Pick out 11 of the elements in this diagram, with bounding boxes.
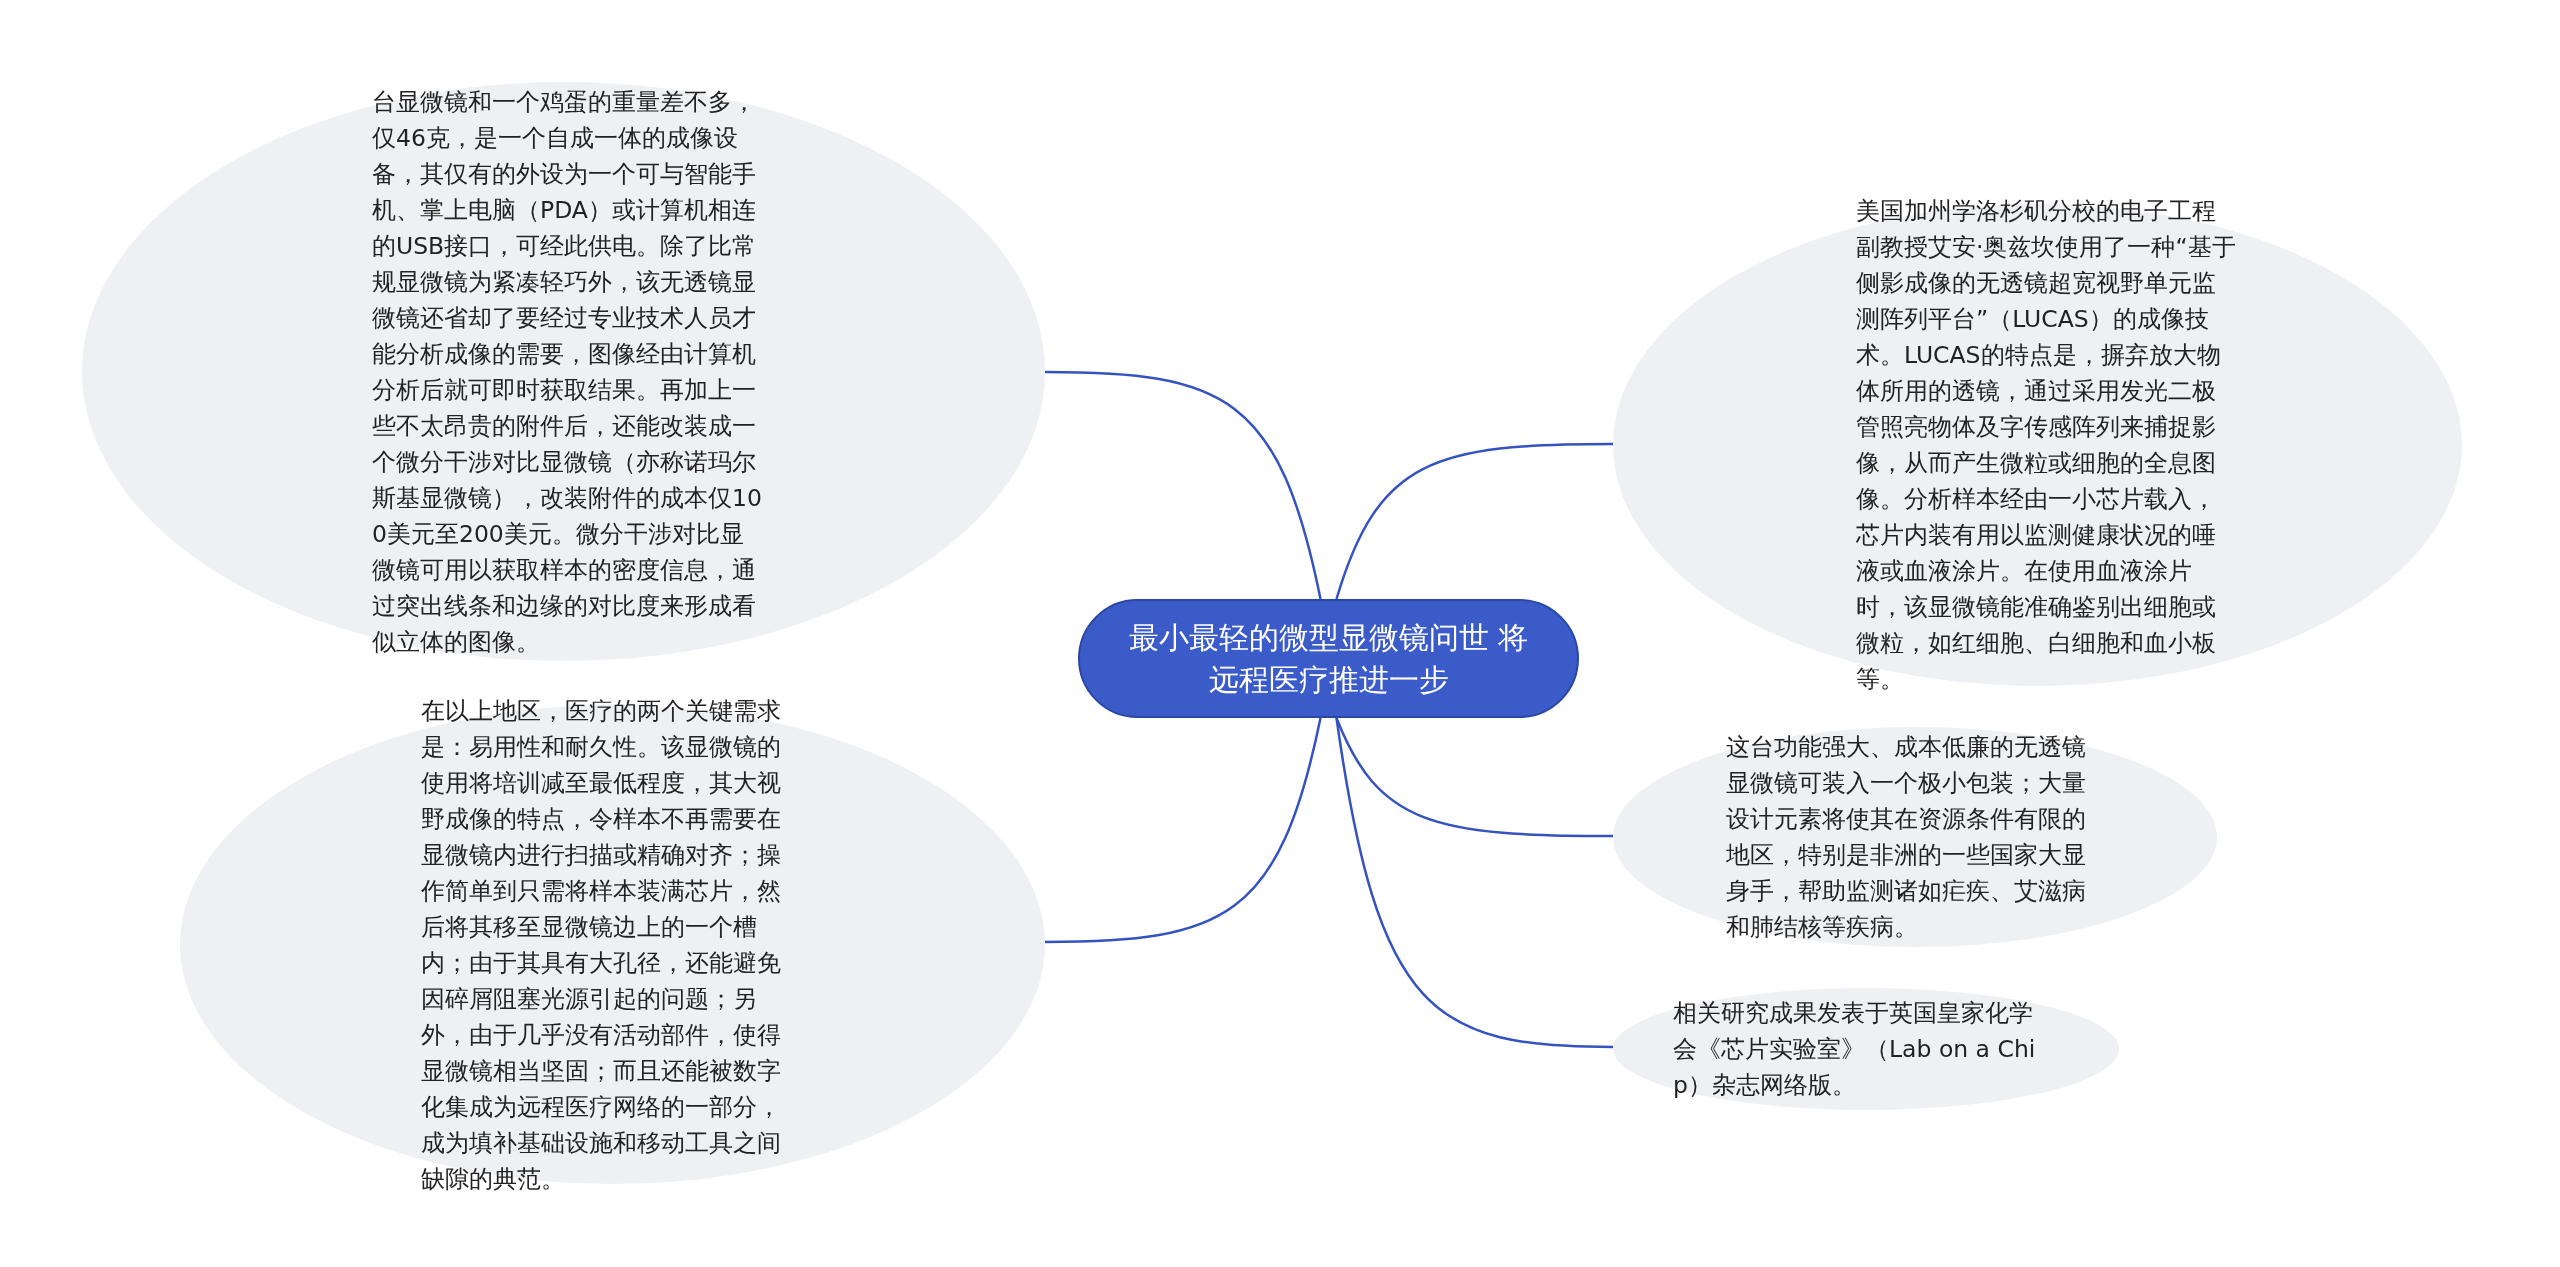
connector-line [1335,717,1613,838]
connector-line [1045,717,1322,944]
connector-line [1335,442,1613,600]
paragraph: 台显微镜和一个鸡蛋的重量差不多，仅46克，是一个自成一体的成像设备，其仅有的外设为一个可与智能手机、掌上电脑（PDA）或计算机相连的USB接口，可经此供电。除了比常规显微镜为紧凑轻巧外，该无透镜显微镜还省却了要经过专业技术人员才能分析成像的需要，图像经由计算机分析后就可即时获取结果。再加上一些不太昂贵的附件后，还能改装成一个微分干涉对比显微镜（亦称诺玛尔斯基显微镜），改装附件的成本仅100美元至200美元。微分干涉对比显微镜可用以获取样本的密度信息，通过突出线条和边缘的对比度来形成看似立体的图像。 [372,86,762,658]
paragraph: 美国加州学洛杉矶分校的电子工程副教授艾安·奥兹坎使用了一种“基于侧影成像的无透镜超宽视野单元监测阵列平台”（LUCAS）的成像技术。LUCAS的特点是，摒弃放大物体所用的透镜，通过采用发光二极管照亮物体及字传感阵列来捕捉影像，从而产生微粒或细胞的全息图像。分析样本经由一小芯片载入，芯片内装有用以监测健康状况的唾液或血液涂片。在使用血液涂片时，该显微镜能准确鉴别出细胞或微粒，如红细胞、白细胞和血小板等。 [1856,196,2236,695]
paragraph: 在以上地区，医疗的两个关键需求是：易用性和耐久性。该显微镜的使用将培训减至最低程度，其大视野成像的特点，令样本不再需要在显微镜内进行扫描或精确对齐；操作简单到只需将样本装满芯片，然后将其移至显微镜边上的一个槽内；由于其具有大孔径，还能避免因碎屑阻塞光源引起的问题；另外，由于几乎没有活动部件，使得显微镜相当坚固；而且还能被数字化集成为远程医疗网络的一部分，成为填补基础设施和移动工具之间缺隙的典范。 [421,695,782,1195]
paragraph: 这台功能强大、成本低廉的无透镜显微镜可装入一个极小包装；大量设计元素将使其在资源条件有限的地区，特别是非洲的一些国家大显身手，帮助监测诸如疟疾、艾滋病和肺结核等疾病。 [1726,732,2087,943]
paragraph: 相关研究成果发表于英国皇家化学会《芯片实验室》（Lab on a Chip）杂志网络版。 [1673,998,2037,1101]
connector-line [1045,370,1322,600]
connector-line [1335,717,1614,1049]
topic-title: 最小最轻的微型显微镜问世 将远程医疗推进一步 [1128,618,1529,699]
